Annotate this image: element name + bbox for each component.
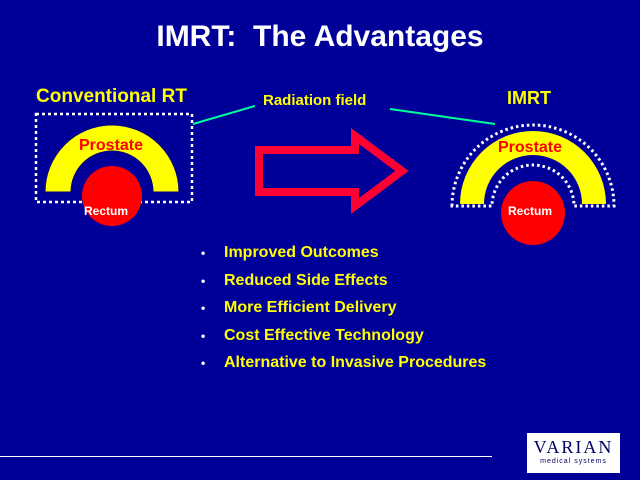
imrt-rectum-shape xyxy=(501,181,565,245)
bullet-icon: • xyxy=(201,356,206,370)
bullet-icon: • xyxy=(201,273,206,288)
slide-title: IMRT: The Advantages xyxy=(156,20,484,53)
conventional-prostate-shape xyxy=(44,124,180,193)
conventional-rectum-shape xyxy=(82,166,142,226)
conventional-rectum-label: Rectum xyxy=(84,204,129,218)
transition-arrow xyxy=(255,128,409,214)
logo-name: VARIAN xyxy=(533,437,614,457)
conventional-radiation-field xyxy=(34,112,194,204)
logo-tagline: medical systems xyxy=(540,458,607,465)
list-item: •Reduced Side Effects xyxy=(201,271,388,289)
conventional-diagram xyxy=(34,112,194,226)
list-item: •Improved Outcomes xyxy=(201,244,379,261)
footer-divider xyxy=(0,456,492,457)
comparison-diagram xyxy=(34,105,616,245)
varian-logo: VARIAN medical systems xyxy=(527,433,620,473)
list-item: •Cost Effective Technology xyxy=(201,326,424,344)
bullet-icon: • xyxy=(201,328,206,343)
imrt-label: IMRT xyxy=(507,88,551,108)
conventional-prostate-label: Prostate xyxy=(79,137,144,154)
imrt-prostate-shape xyxy=(460,131,606,204)
conventional-rt-label: Conventional RT xyxy=(36,86,187,107)
radiation-field-label: Radiation field xyxy=(263,92,367,109)
field-pointer-right xyxy=(389,108,496,125)
list-item: •More Efficient Delivery xyxy=(201,299,397,316)
imrt-prostate-label: Prostate xyxy=(498,139,563,156)
bullet-icon: • xyxy=(201,301,206,315)
advantages-list: •Improved Outcomes •Reduced Side Effects… xyxy=(200,243,486,381)
bullet-icon: • xyxy=(201,246,206,260)
field-pointer-left xyxy=(192,105,256,125)
imrt-rectum-label: Rectum xyxy=(508,204,553,218)
list-item: •Alternative to Invasive Procedures xyxy=(201,354,487,371)
imrt-radiation-field xyxy=(450,123,616,208)
imrt-diagram xyxy=(450,123,616,245)
